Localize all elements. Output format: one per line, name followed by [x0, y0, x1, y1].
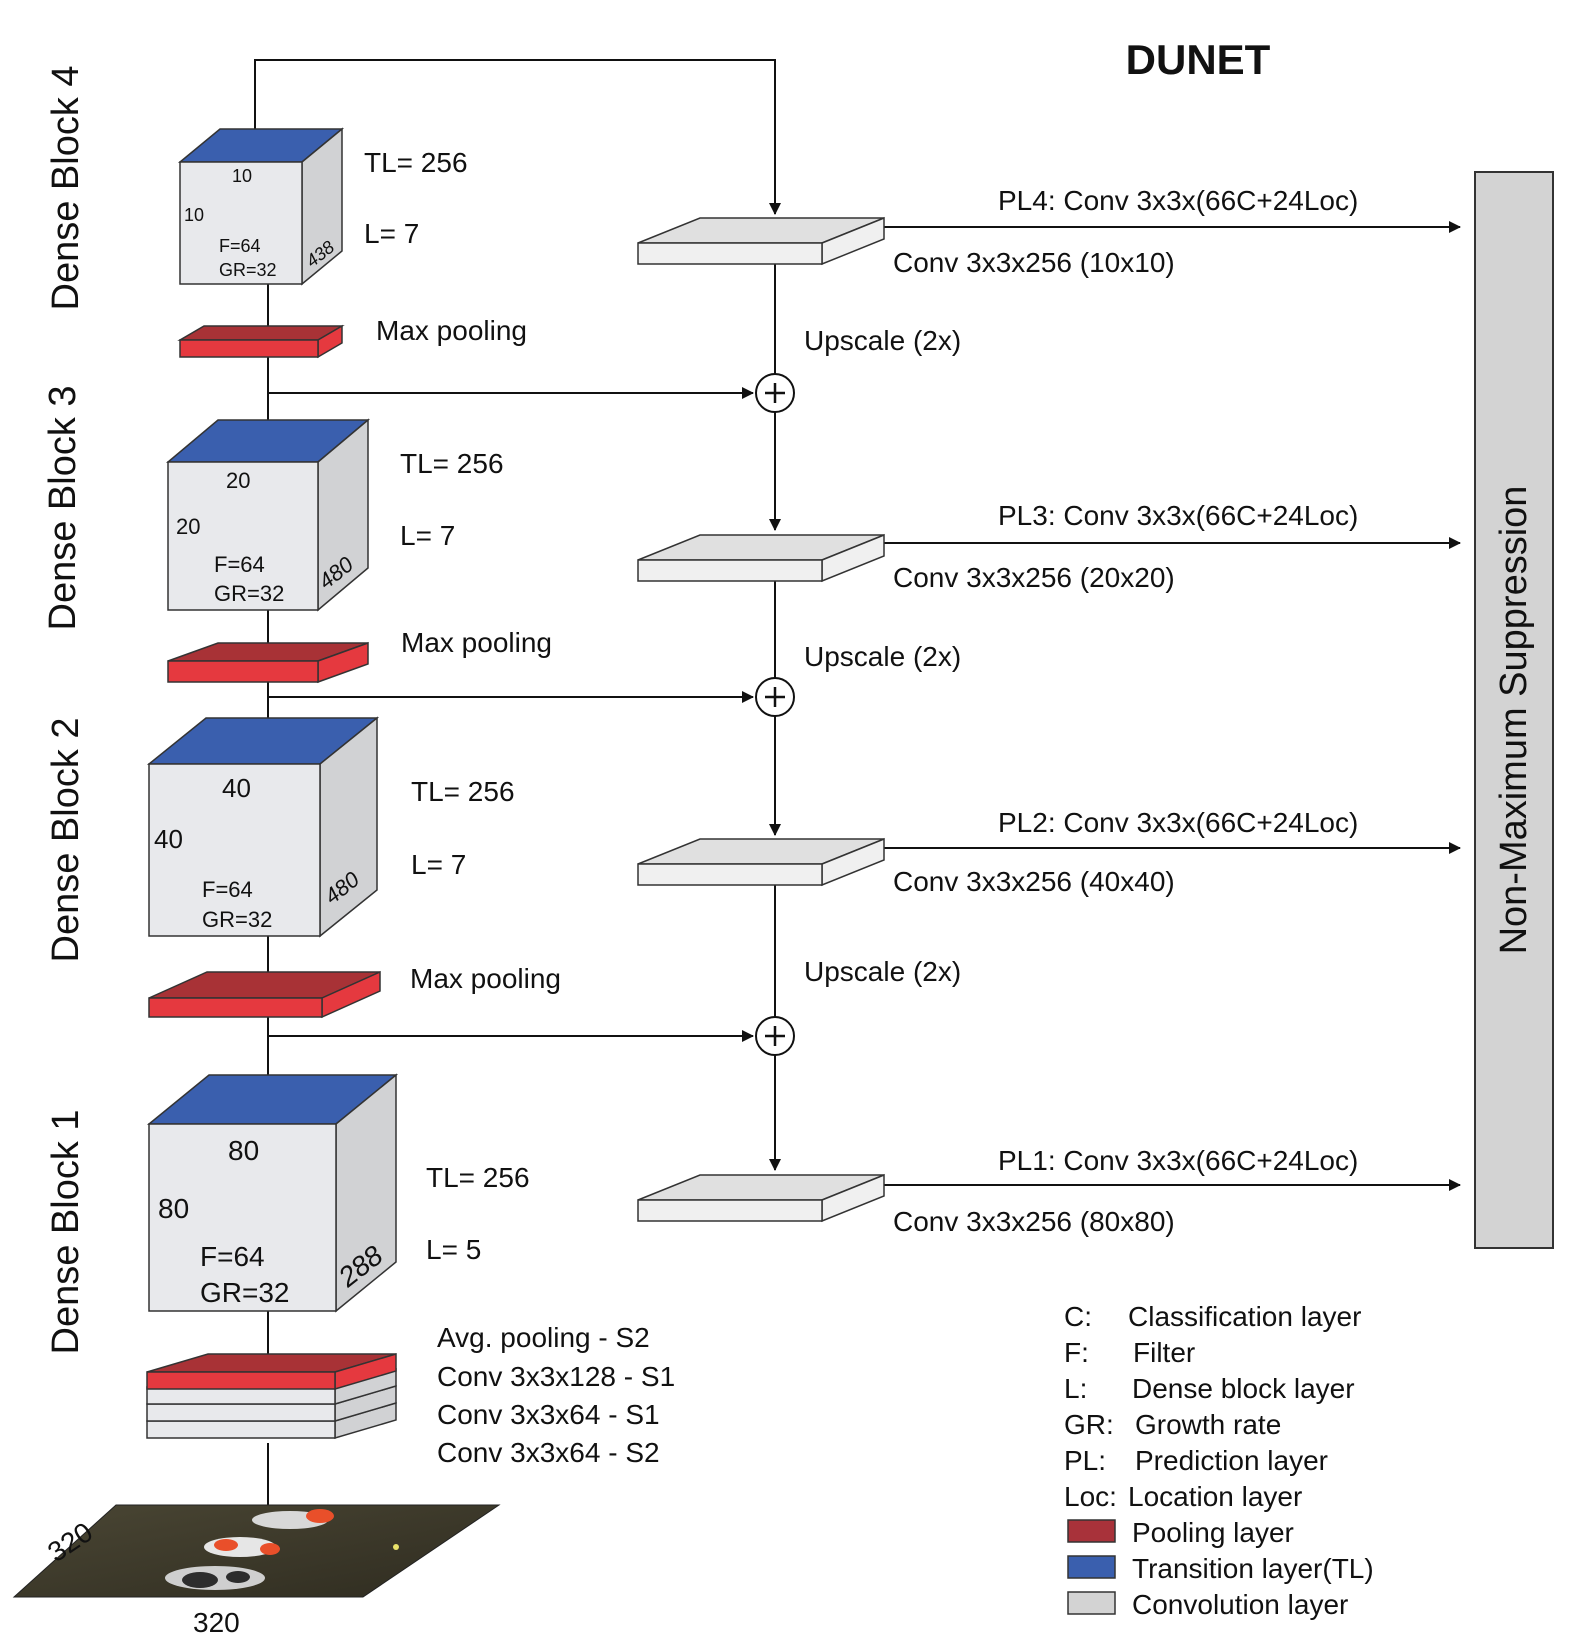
upscale-label-2: Upscale (2x) [804, 641, 961, 672]
legend-value-gr: Growth rate [1135, 1409, 1281, 1440]
legend-value-loc: Location layer [1128, 1481, 1302, 1512]
side-label-block4: Dense Block 4 [45, 65, 87, 310]
conv-plate-pl4 [637, 216, 885, 266]
block1-filter: F=64 [200, 1241, 265, 1272]
pl4-label: PL4: Conv 3x3x(66C+24Loc) [998, 185, 1358, 216]
block1-l: L= 5 [426, 1234, 481, 1265]
legend-value-transition: Transition layer(TL) [1132, 1553, 1374, 1584]
pl2-conv-label: Conv 3x3x256 (40x40) [893, 866, 1175, 897]
block1-dim-top: 80 [228, 1135, 259, 1166]
legend-value-pooling: Pooling layer [1132, 1517, 1294, 1548]
nms-label: Non-Maximum Suppression [1493, 486, 1535, 955]
diagram-title: DUNET [1126, 36, 1271, 83]
legend-value-c: Classification layer [1128, 1301, 1361, 1332]
block4-dim-top: 10 [232, 166, 252, 186]
sum-node-2 [755, 677, 795, 717]
legend-key-loc: Loc: [1064, 1481, 1117, 1512]
stem-layer-conv64-s2: Conv 3x3x64 - S2 [437, 1437, 660, 1468]
block3-filter: F=64 [214, 552, 265, 577]
legend-key-gr: GR: [1064, 1409, 1114, 1440]
block2-l: L= 7 [411, 849, 466, 880]
block1-growth: GR=32 [200, 1277, 290, 1308]
block4-dim-left: 10 [184, 205, 204, 225]
block3-l: L= 7 [400, 520, 455, 551]
block1-tl: TL= 256 [426, 1162, 530, 1193]
dense-block-3 [165, 418, 371, 612]
block3-dim-top: 20 [226, 468, 250, 493]
pl1-label: PL1: Conv 3x3x(66C+24Loc) [998, 1145, 1358, 1176]
input-width-label: 320 [193, 1607, 240, 1638]
pl3-label: PL3: Conv 3x3x(66C+24Loc) [998, 500, 1358, 531]
legend-value-convolution: Convolution layer [1132, 1589, 1348, 1620]
dense-block-1 [146, 1073, 399, 1313]
max-pooling-layer-1 [177, 324, 345, 359]
legend-key-l: L: [1064, 1373, 1087, 1404]
block4-growth: GR=32 [219, 260, 277, 280]
block4-l: L= 7 [364, 218, 419, 249]
legend-swatch-pooling [1067, 1519, 1116, 1543]
max-pooling-label-3: Max pooling [410, 963, 561, 994]
dense-block-2 [146, 716, 380, 938]
block3-dim-left: 20 [176, 514, 200, 539]
upscale-label-3: Upscale (2x) [804, 956, 961, 987]
block4-filter: F=64 [219, 236, 261, 256]
nms-box [1474, 171, 1554, 1249]
block2-dim-top: 40 [222, 773, 251, 803]
conv-plate-pl2 [637, 837, 885, 887]
legend-value-f: Filter [1133, 1337, 1195, 1368]
legend: C: Classification layer F: Filter L: Den… [1064, 1301, 1374, 1620]
sum-node-3 [755, 1016, 795, 1056]
dense-block-4 [177, 127, 345, 286]
block3-growth: GR=32 [214, 581, 284, 606]
block1-dim-left: 80 [158, 1193, 189, 1224]
legend-key-c: C: [1064, 1301, 1092, 1332]
conv-plate-pl3 [637, 533, 885, 583]
block2-growth: GR=32 [202, 907, 272, 932]
max-pooling-label-2: Max pooling [401, 627, 552, 658]
sum-node-1 [755, 373, 795, 413]
stem-layer-avgpool: Avg. pooling - S2 [437, 1322, 650, 1353]
side-label-block1: Dense Block 1 [45, 1109, 87, 1354]
stem-layer-conv128: Conv 3x3x128 - S1 [437, 1361, 675, 1392]
stem-layers [146, 1352, 397, 1440]
input-image [12, 1504, 501, 1598]
upscale-label-1: Upscale (2x) [804, 325, 961, 356]
legend-key-f: F: [1064, 1337, 1089, 1368]
pl3-conv-label: Conv 3x3x256 (20x20) [893, 562, 1175, 593]
max-pooling-label-1: Max pooling [376, 315, 527, 346]
pl2-label: PL2: Conv 3x3x(66C+24Loc) [998, 807, 1358, 838]
legend-value-l: Dense block layer [1132, 1373, 1355, 1404]
pl1-conv-label: Conv 3x3x256 (80x80) [893, 1206, 1175, 1237]
side-label-block2: Dense Block 2 [45, 717, 87, 962]
max-pooling-layer-2 [167, 641, 369, 684]
stem-layer-conv64-s1: Conv 3x3x64 - S1 [437, 1399, 660, 1430]
block2-filter: F=64 [202, 877, 253, 902]
block2-tl: TL= 256 [411, 776, 515, 807]
legend-swatch-convolution [1067, 1591, 1116, 1615]
pl4-conv-label: Conv 3x3x256 (10x10) [893, 247, 1175, 278]
side-label-block3: Dense Block 3 [42, 385, 84, 630]
max-pooling-layer-3 [148, 970, 381, 1019]
block4-tl: TL= 256 [364, 147, 468, 178]
legend-swatch-transition [1067, 1555, 1116, 1579]
legend-value-pl: Prediction layer [1135, 1445, 1328, 1476]
right-connectors [769, 221, 1461, 1191]
legend-key-pl: PL: [1064, 1445, 1106, 1476]
block2-dim-left: 40 [154, 824, 183, 854]
conv-plate-pl1 [637, 1173, 885, 1223]
block3-tl: TL= 256 [400, 448, 504, 479]
